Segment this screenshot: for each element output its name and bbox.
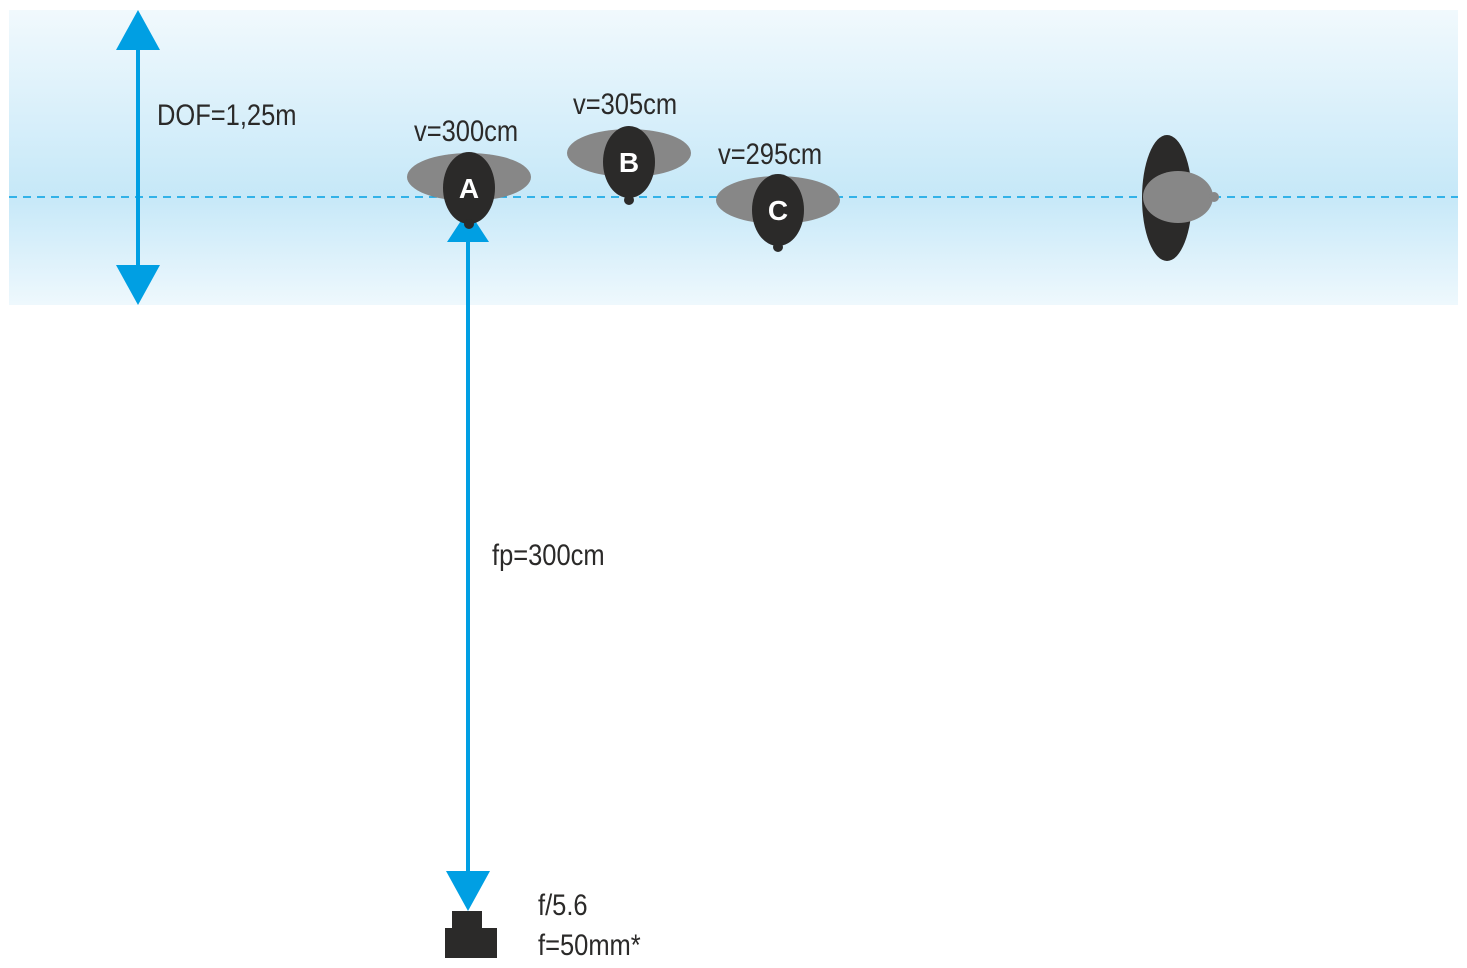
camera-icon [445,911,497,958]
aperture-label: f/5.6 [538,888,588,921]
depth-of-field-band [9,10,1458,305]
subject-a-letter: A [459,173,479,204]
subject-c: C [716,174,840,252]
subject-a-distance: v=300cm [414,114,518,147]
subject-a: A [407,152,531,229]
focal-length-label: f=50mm* [538,928,641,961]
dof-arrow [116,10,160,305]
dof-label: DOF=1,25m [157,98,297,131]
subject-c-distance: v=295cm [718,137,822,170]
subject-b-letter: B [619,147,639,178]
focus-distance-label: fp=300cm [492,538,605,571]
subject-c-letter: C [768,195,788,226]
focus-distance-arrow [446,210,490,911]
subject-b-distance: v=305cm [573,87,677,120]
subject-b: B [567,126,691,205]
side-view-person [1142,135,1219,261]
